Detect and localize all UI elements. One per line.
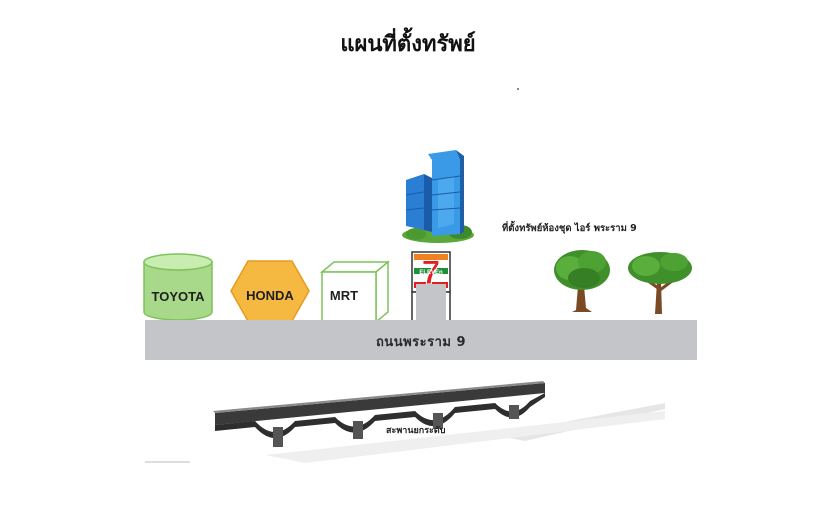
svg-text:7: 7 — [422, 254, 441, 292]
rama-9-road: ถนนพระราม 9 — [145, 320, 697, 360]
side-street — [416, 284, 446, 322]
elevated-bridge-icon — [145, 381, 665, 463]
honda-label: HONDA — [246, 288, 294, 303]
mrt-cube-icon — [319, 260, 391, 324]
tree-icon — [554, 250, 610, 312]
page-title: แผนที่ตั้งทรัพย์ — [340, 31, 476, 57]
road-label: ถนนพระราม 9 — [375, 335, 467, 350]
svg-text:ELEVEn: ELEVEn — [419, 270, 443, 276]
property-location-label: ที่ตั้งทรัพย์ห้องชุด ไอร์ พระราม 9 — [502, 223, 637, 234]
toyota-label: TOYOTA — [151, 289, 205, 304]
toyota-cylinder-icon — [143, 253, 213, 321]
bridge-label: สะพานยกระดับ — [386, 426, 446, 436]
tree-icon — [628, 252, 692, 314]
office-building-icon — [402, 150, 474, 243]
mrt-label: MRT — [329, 288, 359, 303]
stray-dot — [517, 88, 519, 90]
